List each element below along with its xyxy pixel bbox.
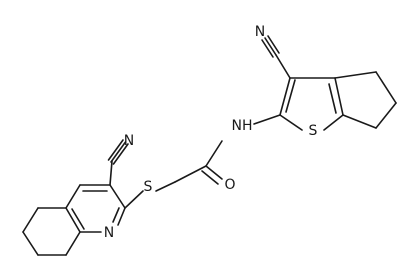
atom-s-thioether: S bbox=[144, 179, 153, 195]
tetrahydroquinoline-fragment bbox=[22, 139, 144, 256]
bond-c5-c6 bbox=[375, 102, 397, 129]
bond-carbonyl-nh bbox=[205, 140, 223, 167]
bond-c2-s bbox=[124, 190, 144, 209]
bond-nitrile-right-1 bbox=[264, 37, 277, 56]
bond-c3a-c4 bbox=[334, 71, 377, 79]
atom-labels: N N S O NH S N bbox=[104, 24, 318, 241]
atom-s-thiophene: S bbox=[309, 123, 318, 139]
atom-n-pyridine: N bbox=[104, 225, 114, 241]
bond-c5-c6 bbox=[22, 207, 39, 233]
bond-ch2-carbonyl bbox=[174, 165, 207, 183]
bond-c4a-c8a-inner bbox=[71, 208, 85, 230]
bond-c6-c7 bbox=[22, 231, 39, 256]
bond-nitrile-left-1 bbox=[107, 139, 124, 161]
bond-c4a-c8a bbox=[65, 207, 81, 233]
bond-c4-c5 bbox=[375, 71, 397, 104]
bond-c3a-c6a-inner bbox=[328, 83, 337, 114]
bond-c6-c6a bbox=[342, 114, 377, 129]
atom-n-left-nitrile: N bbox=[124, 133, 134, 149]
bond-n1-c2-inner bbox=[112, 207, 120, 223]
bond-c8-c8a bbox=[65, 231, 81, 256]
bond-nitrile-left-4 bbox=[109, 160, 113, 186]
bond-carbonyl-o-inner bbox=[201, 170, 219, 185]
atom-o-carbonyl: O bbox=[224, 177, 235, 193]
bond-nh-c2 bbox=[253, 114, 281, 125]
bond-nitrile-left-3 bbox=[112, 143, 129, 165]
bond-nitrile-right-3 bbox=[261, 39, 274, 58]
linker-fragment bbox=[155, 140, 223, 192]
bond-carbonyl-o bbox=[205, 165, 223, 180]
bond-nitrile-right-2 bbox=[267, 35, 280, 54]
cyclopentathiophene-fragment bbox=[253, 35, 397, 131]
bond-c3-cn bbox=[275, 54, 291, 79]
bond-c2-c3 bbox=[109, 184, 126, 209]
bond-c3a-c6a bbox=[334, 77, 344, 116]
bond-nitrile-left-2 bbox=[110, 141, 127, 163]
atom-n-right-nitrile: N bbox=[255, 24, 265, 40]
bond-c2-c3-inner bbox=[285, 79, 296, 113]
atom-nh-amide: NH bbox=[232, 118, 253, 134]
bond-s-ch2 bbox=[155, 181, 176, 192]
bond-n1-c2 bbox=[117, 207, 126, 226]
bond-c2-c3 bbox=[279, 77, 291, 116]
bond-s-c2 bbox=[279, 114, 303, 131]
bond-c6a-s bbox=[323, 114, 344, 131]
bond-c4-c4a bbox=[65, 184, 81, 209]
